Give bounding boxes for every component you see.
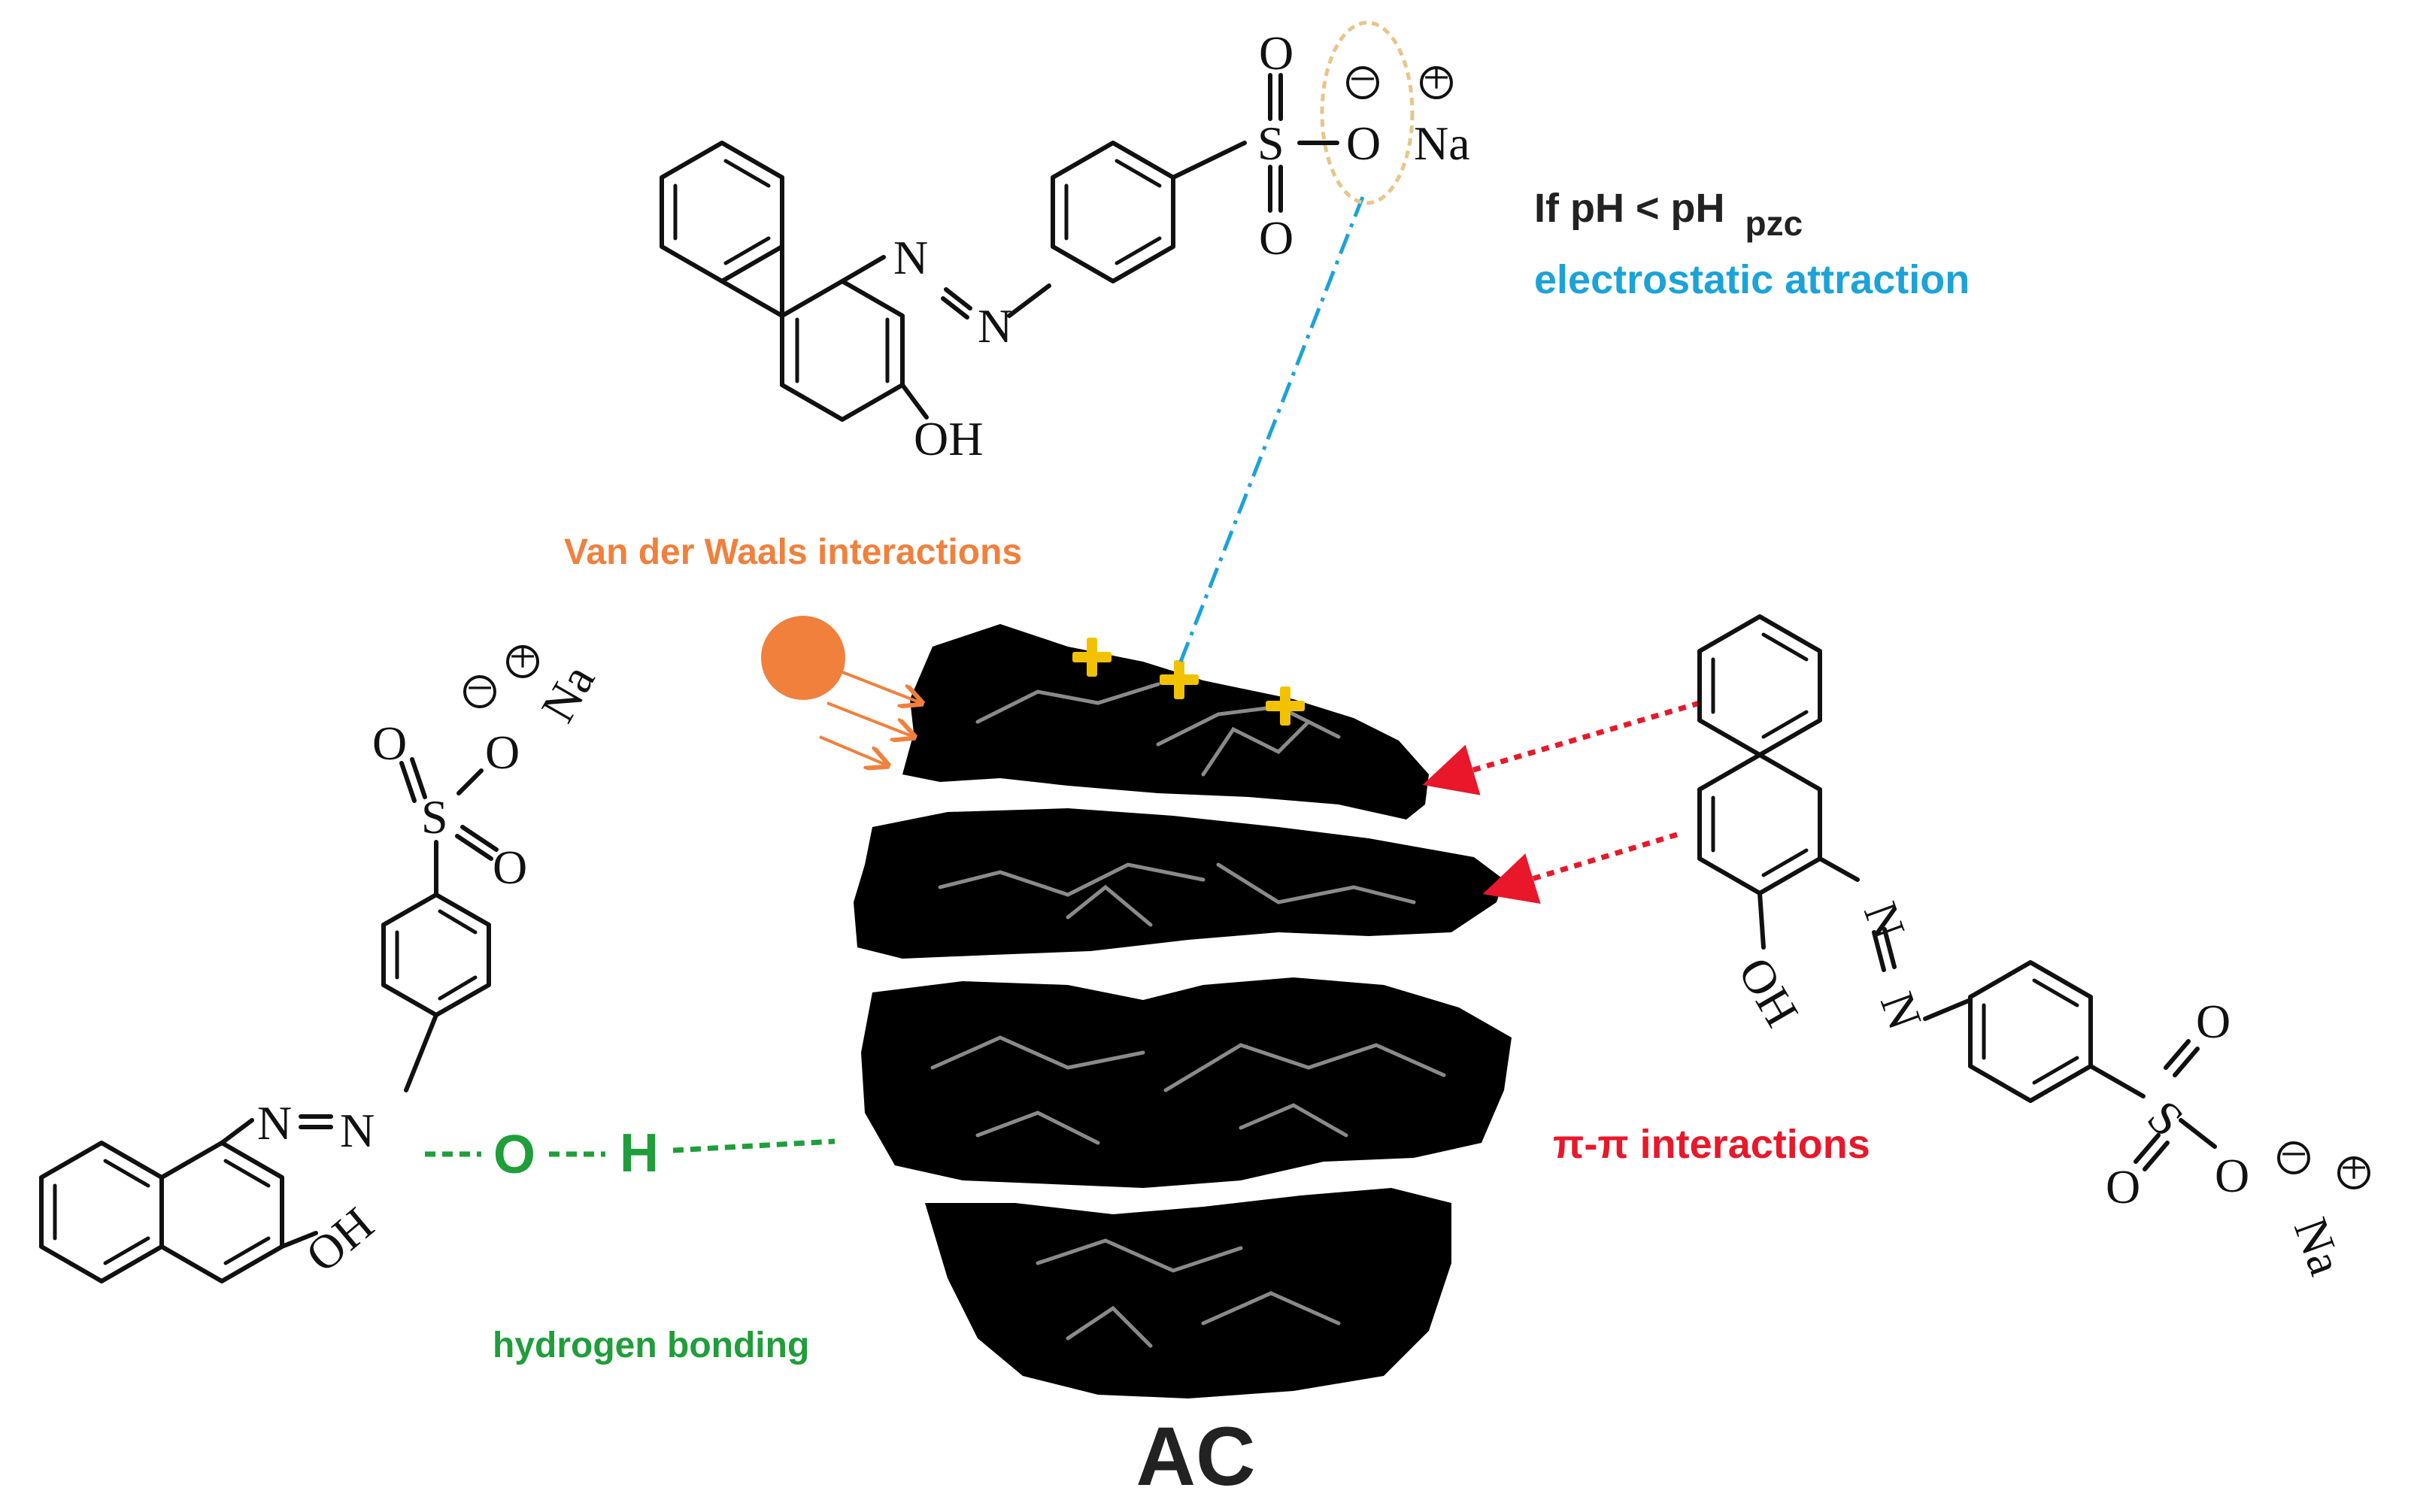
svg-text:+: + — [1423, 50, 1450, 104]
ph-condition-label: If pH < pH pzc — [1534, 186, 1803, 243]
right-o-anion: O — [2215, 1149, 2249, 1202]
top-o-anion: O — [1346, 117, 1381, 170]
right-o1: O — [2196, 995, 2231, 1048]
ph-condition-subscript: pzc — [1745, 204, 1803, 243]
carbon-fragment-lower — [861, 977, 1512, 1188]
right-oh: OH — [1728, 949, 1809, 1036]
vdw-arrows — [819, 668, 921, 765]
left-oh: OH — [296, 1197, 383, 1283]
electrostatic-attraction-label: electrostatic attraction — [1534, 257, 1970, 302]
top-minus-charge: − — [1346, 52, 1379, 105]
svg-text:−: − — [466, 661, 493, 714]
dye-molecule-right: OH N N S O O O Na − + — [1697, 614, 2370, 1282]
right-minus-charge: − — [2277, 1127, 2310, 1180]
svg-text:+: + — [509, 629, 536, 683]
pore-cracks — [930, 682, 1446, 1348]
left-o2: O — [493, 841, 527, 894]
anion-highlight — [1320, 20, 1415, 205]
activated-carbon-particle-icon — [854, 624, 1512, 1398]
top-oh: OH — [914, 412, 983, 465]
svg-text:−: − — [1349, 52, 1376, 105]
electrostatic-connector — [1178, 196, 1365, 662]
hydrogen-bond-line — [425, 1138, 836, 1157]
positive-surface-sites — [1072, 638, 1305, 726]
top-o-upper: O — [1259, 26, 1293, 80]
dye-molecule-top: N N OH S O O O Na − + — [660, 26, 1470, 465]
ph-condition-prefix: If pH < pH — [1534, 186, 1725, 231]
right-n2: N — [1870, 986, 1933, 1037]
left-o1: O — [372, 717, 407, 770]
plus-sign-icon — [1160, 660, 1199, 699]
adsorbent-label: AC — [1136, 1410, 1256, 1503]
left-minus-charge: − — [463, 661, 496, 714]
pi-pi-arrows — [1422, 700, 1700, 904]
orange-sphere-icon — [761, 616, 845, 700]
svg-text:−: − — [2280, 1127, 2307, 1180]
svg-text:+: + — [2340, 1141, 2367, 1194]
left-n1: N — [257, 1096, 292, 1150]
carbon-fragment-middle — [854, 808, 1504, 959]
hydrogen-bonding-label: hydrogen bonding — [493, 1326, 809, 1365]
top-n2: N — [978, 299, 1012, 353]
pi-pi-label: π-π interactions — [1553, 1122, 1870, 1167]
left-na: Na — [531, 656, 605, 731]
van-der-waals-label: Van der Waals interactions — [564, 532, 1022, 572]
hbond-oxygen: O — [493, 1125, 535, 1185]
left-s: S — [421, 790, 448, 844]
carbon-fragment-bottom — [925, 1188, 1451, 1398]
top-plus-charge: + — [1420, 50, 1453, 104]
top-o-lower: O — [1259, 211, 1293, 265]
left-plus-charge: + — [506, 629, 539, 683]
right-o2: O — [2106, 1160, 2140, 1214]
left-n2: N — [340, 1104, 375, 1157]
top-s: S — [1257, 117, 1284, 170]
plus-sign-icon — [1266, 686, 1305, 726]
top-na: Na — [1414, 117, 1470, 170]
top-n1: N — [893, 231, 928, 284]
right-n1: N — [1854, 895, 1916, 947]
right-na: Na — [2284, 1211, 2353, 1282]
right-s: S — [2137, 1090, 2194, 1147]
plus-sign-icon — [1072, 638, 1111, 677]
right-plus-charge: + — [2337, 1141, 2370, 1194]
hbond-hydrogen: H — [620, 1123, 659, 1183]
carbon-fragment-top — [902, 624, 1429, 820]
left-o-anion: O — [485, 726, 520, 779]
